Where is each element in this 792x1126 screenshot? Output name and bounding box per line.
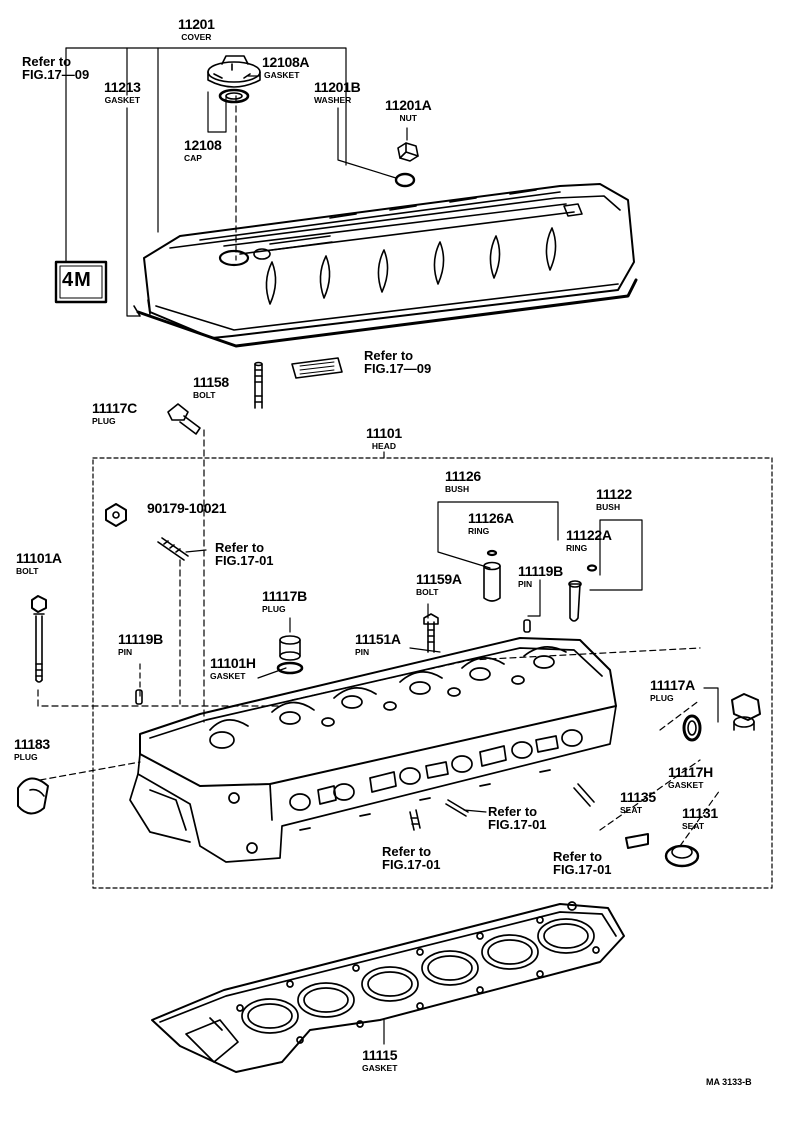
bolt-11159a [423, 613, 439, 653]
pin-right [523, 619, 531, 633]
cylinder-head-cover [143, 183, 635, 339]
bush-11122 [568, 564, 598, 622]
plug-11183 [17, 777, 49, 815]
seat-11131 [664, 844, 700, 868]
gasket-11117h [682, 714, 702, 742]
nut-90179 [105, 503, 127, 527]
cylinder-head [129, 637, 617, 863]
leader-lines [37, 47, 773, 1045]
oil-cap [207, 55, 261, 104]
emblem-text: 4M [62, 269, 92, 291]
cover-gasket [133, 278, 638, 348]
seat-11135 [625, 833, 649, 849]
plug-11117c [167, 403, 201, 435]
cover-washer [394, 172, 416, 188]
stud-bolt-11158 [254, 361, 263, 409]
stud-ref-17-01-c [445, 799, 469, 817]
pin-left [135, 689, 143, 705]
label-90179: 90179-10021 [147, 500, 227, 516]
cover-nut [397, 142, 419, 162]
emblem-plate [54, 260, 108, 304]
head-bolt [31, 595, 47, 683]
caution-label-plate [291, 357, 343, 379]
head-gasket [151, 901, 625, 1073]
drawing-code: MA 3133-B [706, 1077, 752, 1087]
plug-11117a [731, 693, 761, 731]
stud-ref-17-01-a [157, 537, 189, 561]
plug-11117b [276, 635, 304, 675]
stud-ref-17-01-d [573, 783, 595, 807]
bush-11126 [483, 549, 501, 602]
stud-ref-17-01-b [409, 809, 421, 831]
